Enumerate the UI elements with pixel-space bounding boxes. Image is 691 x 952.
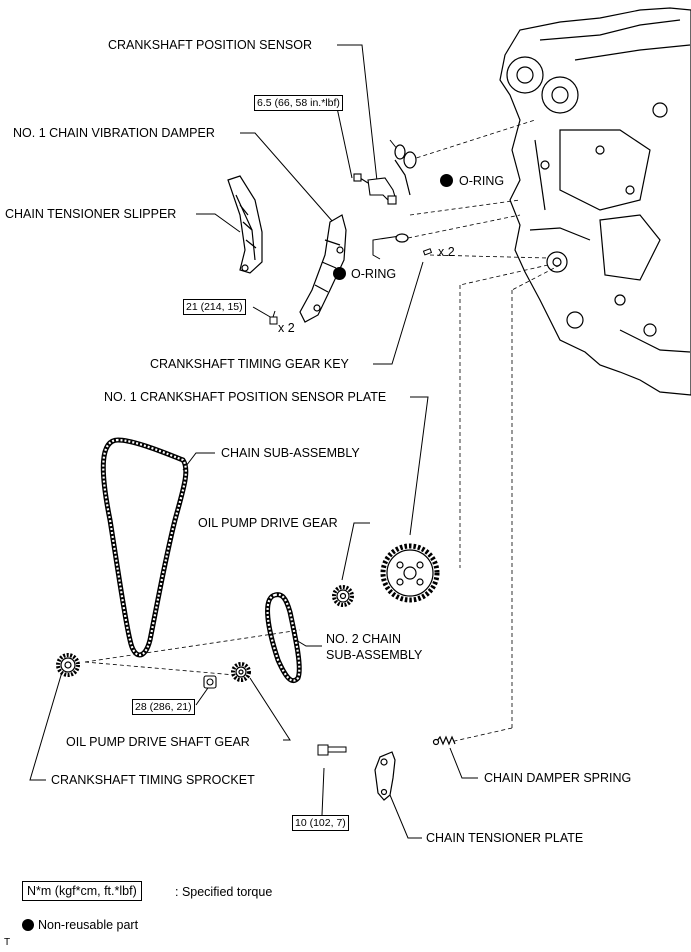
crankshaft-timing-gear-key-part <box>422 248 433 256</box>
label-o-ring-upper: O-RING <box>459 174 505 188</box>
label-bolt-quantity: x 2 <box>278 321 295 335</box>
label-no1-crankshaft-position-sensor-plate: NO. 1 CRANKSHAFT POSITION SENSOR PLATE <box>104 390 387 404</box>
label-key-quantity: x 2 <box>438 245 455 259</box>
tensioner-bolt <box>317 744 347 756</box>
legend-nonreusable-dot <box>22 919 34 931</box>
label-no2-chain-line2: SUB-ASSEMBLY <box>326 648 423 662</box>
guide-lines <box>84 119 561 743</box>
o-ring-upper <box>394 144 417 196</box>
label-chain-damper-spring: CHAIN DAMPER SPRING <box>484 771 632 785</box>
torque-tensioner-bolt: 10 (102, 7) <box>292 815 349 831</box>
oil-pump-nut <box>203 675 217 689</box>
chain-tensioner-slipper-part <box>227 175 263 274</box>
oil-pump-drive-shaft-gear-part <box>231 662 251 682</box>
torque-damper-bolt: 21 (214, 15) <box>183 299 246 315</box>
crankshaft-position-sensor <box>353 173 397 205</box>
oil-pump-drive-gear-part <box>332 585 354 607</box>
nonreusable-marker-lower <box>333 267 346 280</box>
chain-vibration-damper-part <box>299 214 347 323</box>
chain-sub-assembly-part <box>100 437 189 658</box>
torque-sensor: 6.5 (66, 58 in.*lbf) <box>254 95 343 111</box>
label-chain-tensioner-slipper: CHAIN TENSIONER SLIPPER <box>5 207 177 221</box>
label-oil-pump-drive-gear: OIL PUMP DRIVE GEAR <box>198 516 338 530</box>
crankshaft-timing-sprocket-part <box>56 653 80 677</box>
chain-damper-spring-part <box>432 735 456 746</box>
crankshaft-position-sensor-plate-part <box>380 543 440 603</box>
damper-bolt <box>269 310 278 325</box>
torque-oil-pump-nut: 28 (286, 21) <box>132 699 195 715</box>
no2-chain-part <box>265 592 302 684</box>
chain-tensioner-plate-part <box>374 751 396 801</box>
label-chain-sub-assembly: CHAIN SUB-ASSEMBLY <box>221 446 360 460</box>
legend-nonreusable-text: Non-reusable part <box>38 918 139 932</box>
label-oil-pump-drive-shaft-gear: OIL PUMP DRIVE SHAFT GEAR <box>66 735 250 749</box>
legend-torque-text: : Specified torque <box>175 885 273 899</box>
label-crankshaft-position-sensor: CRANKSHAFT POSITION SENSOR <box>108 38 312 52</box>
label-crankshaft-timing-sprocket: CRANKSHAFT TIMING SPROCKET <box>51 773 255 787</box>
label-o-ring-lower: O-RING <box>351 267 397 281</box>
label-crankshaft-timing-gear-key: CRANKSHAFT TIMING GEAR KEY <box>150 357 349 371</box>
nonreusable-marker-upper <box>440 174 453 187</box>
legend-torque-box: N*m (kgf*cm, ft.*lbf) <box>22 881 142 901</box>
label-chain-tensioner-plate: CHAIN TENSIONER PLATE <box>426 831 584 845</box>
label-no1-chain-vibration-damper: NO. 1 CHAIN VIBRATION DAMPER <box>13 126 215 140</box>
o-ring-lower <box>395 233 409 243</box>
engine-block <box>499 7 691 396</box>
label-no2-chain-line1: NO. 2 CHAIN <box>326 632 402 646</box>
corner-mark: T <box>4 937 11 948</box>
